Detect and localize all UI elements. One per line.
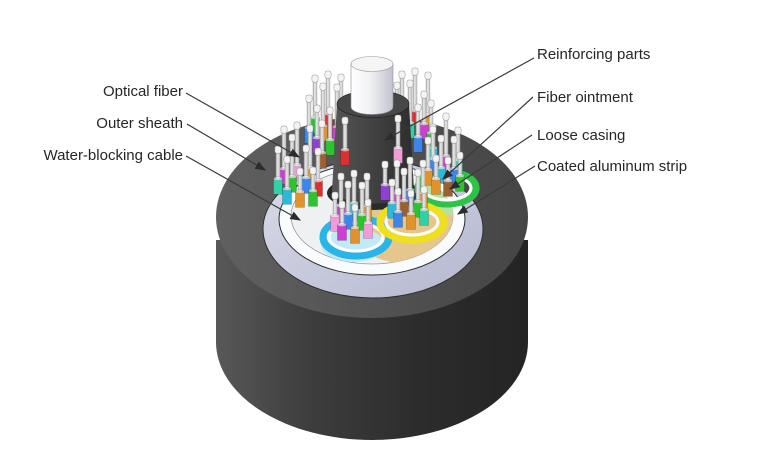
leader-coated-aluminum-strip [456, 165, 536, 215]
leader-lines [185, 57, 536, 221]
leader-reinforcing-parts [383, 57, 535, 141]
label-reinforcing-parts: Reinforcing parts [537, 46, 651, 63]
leader-water-blocking-cable [185, 155, 302, 221]
leader-outer-sheath [186, 123, 267, 171]
leader-loose-casing [448, 134, 533, 190]
label-water-blocking-cable: Water-blocking cable [43, 147, 183, 164]
label-optical-fiber: Optical fiber [102, 83, 183, 100]
leader-optical-fiber [185, 92, 301, 158]
label-coated-aluminum-strip: Coated aluminum strip [537, 158, 688, 175]
reinforcing-rod-top [350, 56, 394, 72]
label-fiber-ointment: Fiber ointment [537, 89, 633, 106]
label-outer-sheath: Outer sheath [96, 115, 183, 132]
loose-casing-cyan-front [319, 236, 393, 260]
label-loose-casing: Loose casing [537, 127, 626, 144]
loose-casing-yellow-front [376, 221, 448, 244]
reinforcing-rod-body [350, 63, 394, 115]
leader-fiber-ointment [442, 96, 534, 180]
